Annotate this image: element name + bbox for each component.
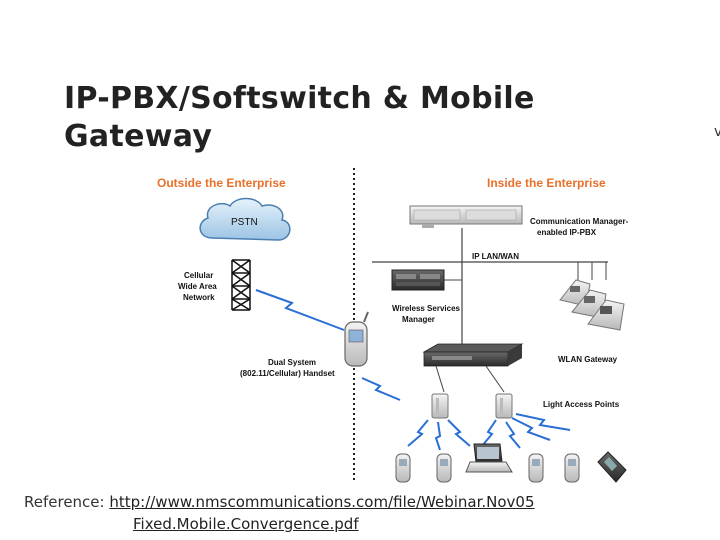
wireless-link-ap1-a: [407, 419, 429, 447]
wireless-link-ap1-c: [447, 419, 471, 447]
title-line-1: IP-PBX/Softswitch & Mobile: [64, 81, 535, 116]
wsm-label-2: Manager: [402, 315, 435, 324]
mobile-handset-icon-1: [395, 453, 411, 483]
ip-pbx-icon: [409, 205, 523, 228]
wireless-services-manager-icon: [391, 269, 445, 291]
wireless-link-ap2-d: [515, 413, 571, 431]
pstn-label: PSTN: [231, 217, 258, 228]
access-point-icon-2: [495, 393, 513, 419]
slide-title: IP-PBX/Softswitch & Mobile Gateway: [64, 80, 664, 156]
wireless-link-ap2-b: [505, 421, 521, 449]
reference-note: Reference: http://www.nmscommunications.…: [24, 491, 714, 535]
mobile-handset-icon-2: [436, 453, 452, 483]
pda-icon: [597, 451, 627, 483]
wireless-link-ap2-c: [511, 417, 551, 441]
ip-phone-icon-3: [587, 299, 625, 331]
wireless-link-ap1-b: [434, 421, 442, 451]
wireless-link-handset: [361, 377, 401, 401]
reference-link-line-1[interactable]: http://www.nmscommunications.com/file/We…: [109, 493, 535, 511]
lan-label: IP LAN/WAN: [472, 252, 519, 261]
dual-system-label-2: (802.11/Cellular) Handset: [240, 369, 335, 378]
cell-tower-icon: [231, 259, 251, 311]
edge-glyph: v: [714, 124, 720, 140]
cellular-label-1: Cellular: [184, 271, 213, 280]
inside-enterprise-header: Inside the Enterprise: [487, 176, 606, 190]
cellular-label-2: Wide Area: [178, 282, 217, 291]
reference-prefix: Reference:: [24, 493, 110, 511]
mobile-handset-icon-3: [528, 453, 544, 483]
wsm-label-1: Wireless Services: [392, 304, 461, 313]
dual-system-label-1: Dual System: [268, 358, 316, 367]
wireless-link-cellular: [255, 289, 345, 331]
reference-link-line-2[interactable]: Fixed.Mobile.Convergence.pdf: [133, 515, 359, 533]
dual-system-handset-icon: [344, 311, 369, 367]
title-line-2: Gateway: [64, 119, 213, 154]
pstn-cloud-icon: [199, 197, 291, 241]
light-access-points-label: Light Access Points: [543, 400, 620, 409]
wlan-gateway-label: WLAN Gateway: [558, 355, 618, 364]
laptop-icon: [465, 443, 513, 473]
cellular-label-3: Network: [183, 293, 215, 302]
mobile-handset-icon-4: [564, 453, 580, 483]
wlan-gateway-icon: [422, 343, 524, 367]
access-point-icon-1: [431, 393, 449, 419]
outside-enterprise-header: Outside the Enterprise: [157, 176, 286, 190]
wireless-link-ap2-a: [481, 419, 497, 447]
ap-link-1: [435, 365, 445, 393]
pbx-label-2: enabled IP-PBX: [537, 228, 597, 237]
pbx-label-1: Communication Manager-: [530, 217, 629, 226]
ap-link-2: [485, 365, 505, 393]
